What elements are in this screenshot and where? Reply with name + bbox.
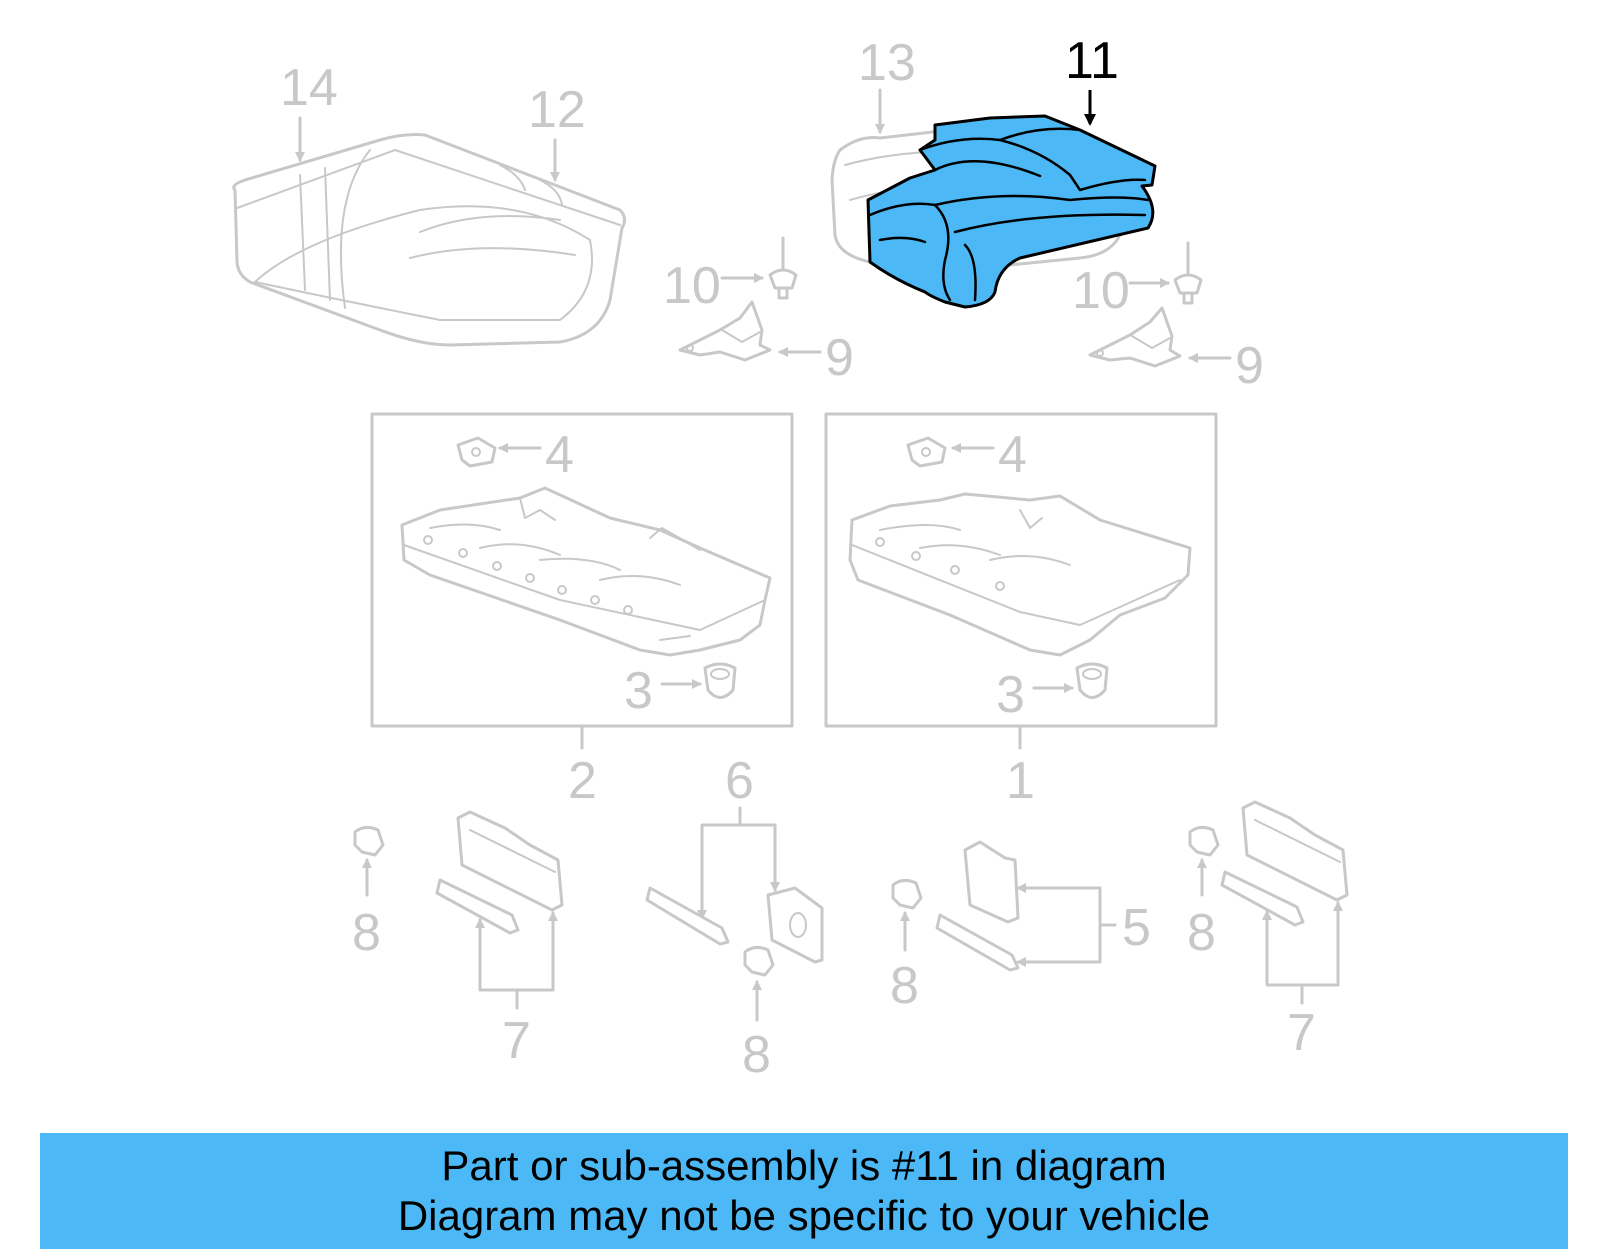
callout-8-a: 8 [352, 904, 381, 962]
leader-6-bracket [700, 806, 777, 917]
clip-part-4-right [906, 436, 947, 468]
banner-line-2: Diagram may not be specific to your vehi… [397, 1192, 1211, 1239]
callout-3-right: 3 [996, 666, 1025, 724]
callout-8-c: 8 [890, 957, 919, 1015]
callout-8-d: 8 [1187, 904, 1216, 962]
frame-box-part-1 [824, 412, 1218, 728]
grommet-part-3-left [703, 662, 737, 699]
callout-3-left: 3 [624, 662, 653, 720]
clip-part-8-c [891, 878, 923, 910]
trim-part-5 [935, 840, 1020, 972]
clip-part-10-right [1173, 241, 1203, 305]
callout-4-right: 4 [998, 426, 1027, 484]
callout-10-left: 10 [663, 257, 721, 315]
clip-part-8-d [1188, 825, 1220, 857]
seat-frame-part-2 [400, 486, 772, 657]
clip-part-4-left [456, 436, 497, 468]
seat-cushion-pad-part-11 [866, 114, 1157, 309]
callout-7-right: 7 [1287, 1004, 1316, 1062]
trim-cover-part-7-right [1220, 800, 1349, 927]
clip-part-10-left [768, 236, 798, 300]
grommet-part-3-right [1075, 662, 1109, 699]
callout-8-b: 8 [742, 1026, 771, 1084]
callout-11: 11 [1065, 32, 1119, 90]
callout-14: 14 [280, 59, 338, 117]
callout-1: 1 [1006, 752, 1035, 810]
banner-line-1: Part or sub-assembly is #11 in diagram [441, 1142, 1167, 1189]
trim-cover-part-7-left [435, 810, 564, 935]
callout-10-right: 10 [1072, 262, 1130, 320]
seat-frame-part-1 [848, 492, 1192, 657]
clip-part-8-b [743, 945, 775, 977]
callout-5: 5 [1122, 899, 1151, 957]
callout-7-left: 7 [502, 1012, 531, 1070]
info-banner: Part or sub-assembly is #11 in diagram D… [40, 1133, 1568, 1249]
callout-12: 12 [528, 81, 586, 139]
callout-6: 6 [725, 752, 754, 810]
callout-13: 13 [858, 34, 916, 92]
callout-9-right: 9 [1235, 337, 1264, 395]
trim-part-6 [645, 886, 824, 964]
callout-4-left: 4 [545, 426, 574, 484]
callout-9-left: 9 [825, 329, 854, 387]
leader-5-bracket [1018, 886, 1117, 964]
frame-box-part-2 [370, 412, 794, 728]
clip-part-8-a [353, 825, 385, 857]
seat-cushion-cover-part-14-12 [232, 133, 627, 347]
bracket-part-9-right [1088, 306, 1182, 368]
bracket-part-9-left [678, 300, 772, 362]
callout-2: 2 [568, 752, 597, 810]
